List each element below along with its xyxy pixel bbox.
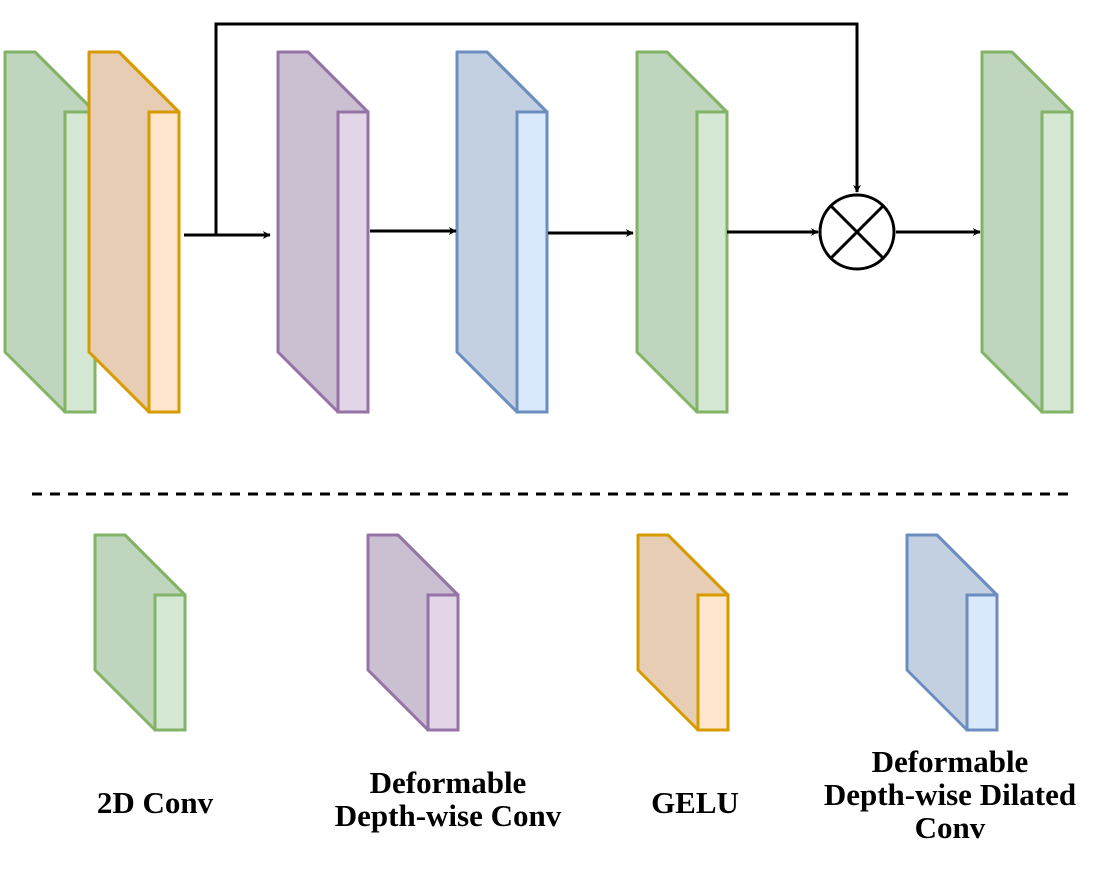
- block-top-edge: [485, 50, 549, 114]
- input-gelu-block: [87, 50, 181, 414]
- skip-connection-arrow: [214, 22, 861, 235]
- block-top-edge: [665, 50, 729, 114]
- legend-swatch-2d-conv: [93, 533, 187, 732]
- block-top-edge: [1010, 50, 1074, 114]
- legend-label-2d-conv: 2D Conv: [96, 785, 214, 820]
- block-top-edge: [935, 533, 999, 597]
- block-top-edge: [396, 533, 460, 597]
- legend-label-gelu: GELU: [651, 785, 739, 820]
- input-conv2d-block: [3, 50, 97, 414]
- legend-swatch-deformable-depthwise-dilated-conv: [905, 533, 999, 732]
- block-front-face: [696, 593, 730, 732]
- legend-label-deformable-depthwise-conv: Deformable Depth-wise Conv: [334, 765, 562, 833]
- block-top-edge: [33, 50, 97, 114]
- block-front-face: [1040, 110, 1074, 414]
- legend-swatch-deformable-depthwise-conv: [366, 533, 460, 732]
- block-front-face: [515, 110, 549, 414]
- multiply-circle-icon: [818, 193, 896, 271]
- block-top-edge: [666, 533, 730, 597]
- deformable-depthwise-conv-block: [276, 50, 370, 414]
- block-front-face: [695, 110, 729, 414]
- block-top-edge: [123, 533, 187, 597]
- block-front-face: [147, 110, 181, 414]
- block-front-face: [336, 110, 370, 414]
- pointwise-conv2d-block: [635, 50, 729, 414]
- block-front-face: [965, 593, 999, 732]
- legend-label-deformable-depthwise-dilated-conv: Deformable Depth-wise Dilated Conv: [823, 744, 1077, 845]
- block-top-edge: [117, 50, 181, 114]
- deformable-depthwise-dilated-conv-block: [455, 50, 549, 414]
- block-top-edge: [306, 50, 370, 114]
- block-front-face: [153, 593, 187, 732]
- output-conv2d-block: [980, 50, 1074, 414]
- block-front-face: [426, 593, 460, 732]
- legend-swatch-gelu: [636, 533, 730, 732]
